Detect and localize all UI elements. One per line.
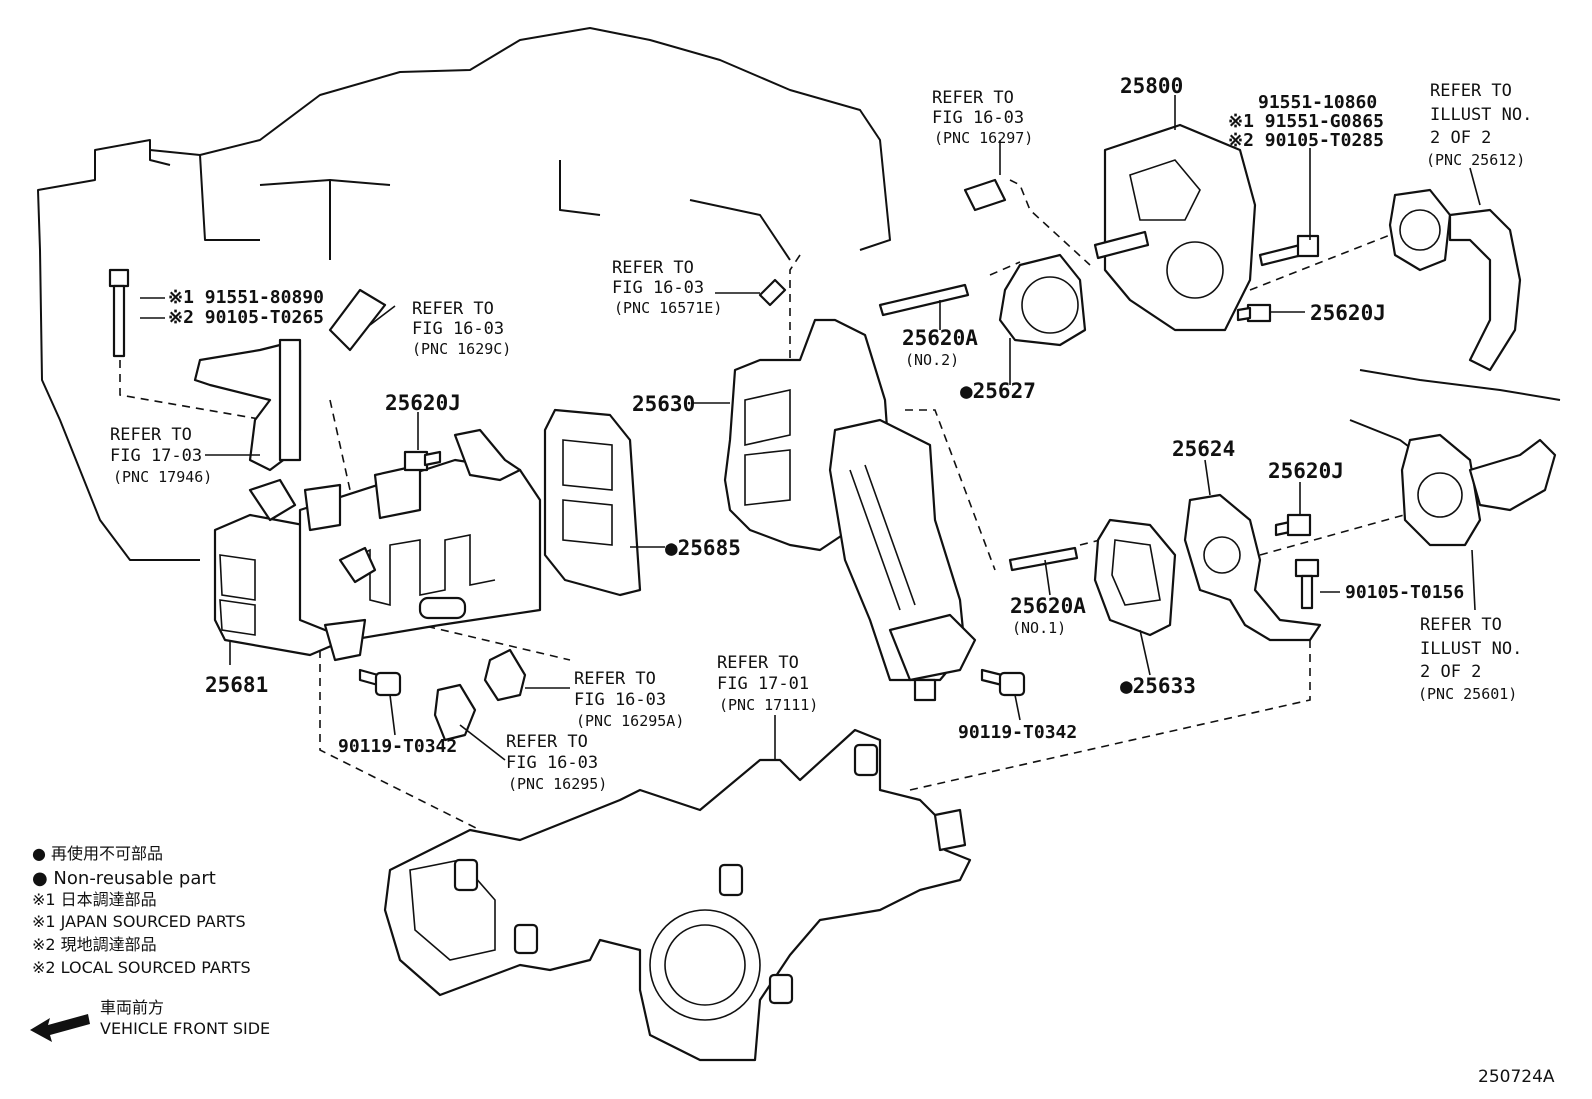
ref-16571e-line2: FIG 16-03 [612, 278, 704, 298]
ref-25612-line1: REFER TO [1430, 81, 1512, 101]
gasket-25633 [1093, 518, 1177, 637]
legend-japan-jp: ※1 日本調達部品 [32, 890, 157, 909]
ref-16295-line2: FIG 16-03 [506, 753, 598, 773]
legend-nonreusable-en: ● Non-reusable part [32, 868, 216, 889]
legend-nonreusable-jp: ● 再使用不可部品 [32, 844, 163, 863]
ref-17946-line1: REFER TO [110, 425, 192, 445]
intake-manifold [383, 728, 972, 1062]
pipe-flange-25601 [1400, 433, 1557, 547]
label-25685: ●25685 [665, 536, 741, 560]
egr-valve-25800 [1093, 123, 1257, 332]
ref-1629c-line3: (PNC 1629C) [412, 340, 511, 358]
bolt-25620j-a [1236, 303, 1272, 323]
label-25620a-no1: 25620A [1010, 594, 1086, 618]
ref-25601-line3: 2 OF 2 [1420, 662, 1481, 682]
leader-lines [140, 95, 1481, 761]
ref-17111-line1: REFER TO [717, 653, 799, 673]
label-91551-g0865: ※1 91551-G0865 [1228, 111, 1384, 132]
egr-cooler-25681 [213, 428, 542, 662]
bolt-25620j-c [1274, 513, 1312, 537]
ref-1629c-line1: REFER TO [412, 299, 494, 319]
label-90105-t0285: ※2 90105-T0285 [1228, 130, 1384, 151]
label-25624: 25624 [1172, 437, 1235, 461]
label-91551-10860: 91551-10860 [1258, 92, 1377, 113]
bolt-90119-t0342-a [358, 668, 402, 697]
ref-16297-line2: FIG 16-03 [932, 108, 1024, 128]
label-25620a-no2: 25620A [902, 326, 978, 350]
ref-1629c-line2: FIG 16-03 [412, 319, 504, 339]
label-90119-t0342-a: 90119-T0342 [338, 736, 457, 757]
label-25627: ●25627 [960, 379, 1036, 403]
hose-16295 [433, 683, 477, 742]
label-25681: 25681 [205, 673, 268, 697]
ref-16295a-line1: REFER TO [574, 669, 656, 689]
bolt-91551-10860 [1258, 234, 1320, 267]
label-25630: 25630 [632, 392, 695, 416]
label-25620j-a: 25620J [1310, 301, 1386, 325]
vehicle-front-arrow-icon [30, 1014, 90, 1042]
illustration-code: 250724A [1478, 1067, 1555, 1087]
ref-16571e-line1: REFER TO [612, 258, 694, 278]
hose-clamp-16295a [483, 648, 527, 702]
ref-17111-line3: (PNC 17111) [719, 696, 818, 714]
ref-16571e-line3: (PNC 16571E) [614, 299, 722, 317]
reference-labels: REFER TO FIG 16-03 (PNC 16297) REFER TO … [110, 81, 1532, 793]
hose-16571e [758, 278, 787, 307]
ref-16297-line3: (PNC 16297) [934, 129, 1033, 147]
ref-16295a-line3: (PNC 16295A) [576, 712, 684, 730]
bolt-90105-t0156 [1294, 558, 1320, 610]
bolt-91551-80890 [108, 268, 130, 358]
label-25800: 25800 [1120, 74, 1183, 98]
pipe-flange-25612 [1388, 188, 1522, 372]
legend-local-jp: ※2 現地調達部品 [32, 935, 157, 954]
ref-16295-line1: REFER TO [506, 732, 588, 752]
ref-17111-line2: FIG 17-01 [717, 674, 809, 694]
label-25633: ●25633 [1120, 674, 1196, 698]
label-25620j-b: 25620J [385, 391, 461, 415]
legend-japan-en: ※1 JAPAN SOURCED PARTS [32, 912, 246, 931]
adapter-25624 [1183, 493, 1322, 642]
ref-25601-line4: (PNC 25601) [1418, 685, 1517, 703]
label-90105-t0156: 90105-T0156 [1345, 582, 1464, 603]
ref-25612-line4: (PNC 25612) [1426, 151, 1525, 169]
ref-25601-line1: REFER TO [1420, 615, 1502, 635]
label-no1: (NO.1) [1012, 619, 1066, 637]
label-90119-t0342-b: 90119-T0342 [958, 722, 1077, 743]
bolt-25620j-b [403, 450, 442, 472]
ref-16297-line1: REFER TO [932, 88, 1014, 108]
ref-16295a-line2: FIG 16-03 [574, 690, 666, 710]
bracket [193, 338, 302, 472]
label-no2: (NO.2) [905, 351, 959, 369]
label-25620j-c: 25620J [1268, 459, 1344, 483]
label-90105-t0265: ※2 90105-T0265 [168, 307, 324, 328]
legend: ● 再使用不可部品 ● Non-reusable part ※1 日本調達部品 … [30, 844, 270, 1042]
gasket-25627 [998, 253, 1087, 347]
bolt-90119-t0342-b [980, 668, 1026, 697]
label-91551-80890: ※1 91551-80890 [168, 287, 324, 308]
legend-front-en: VEHICLE FRONT SIDE [100, 1019, 270, 1038]
ref-16295-line3: (PNC 16295) [508, 775, 607, 793]
ref-25612-line3: 2 OF 2 [1430, 128, 1491, 148]
part-number-labels: 25800 91551-10860 ※1 91551-G0865 ※2 9010… [168, 74, 1464, 757]
egr-pipe-25630 [723, 318, 977, 702]
ref-17946-line2: FIG 17-03 [110, 446, 202, 466]
stud-25620a-no2 [878, 283, 970, 317]
legend-front-jp: 車両前方 [100, 998, 164, 1017]
hose-1629c [328, 288, 387, 352]
ref-25601-line2: ILLUST NO. [1420, 639, 1522, 659]
legend-local-en: ※2 LOCAL SOURCED PARTS [32, 958, 251, 977]
ref-25612-line2: ILLUST NO. [1430, 105, 1532, 125]
stud-25620a-no1 [1008, 546, 1079, 572]
gasket-25685 [543, 408, 642, 597]
ref-17946-line3: (PNC 17946) [113, 468, 212, 486]
hose-16297 [963, 178, 1007, 212]
